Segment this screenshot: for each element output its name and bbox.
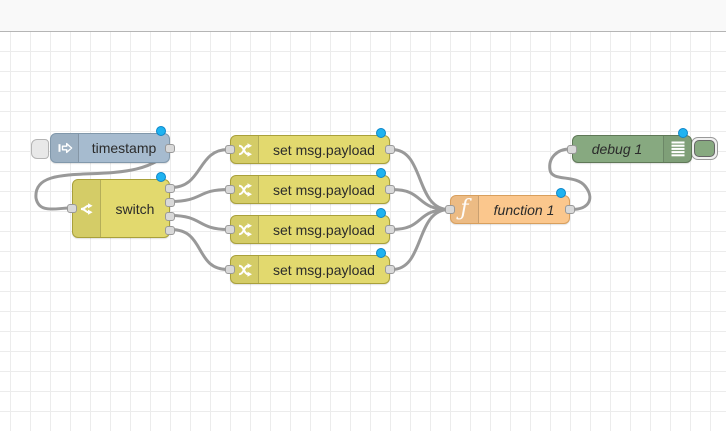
debug-toggle-button-inner	[694, 140, 715, 157]
output-port[interactable]	[385, 145, 395, 154]
wire-timestamp-to-switch[interactable]	[34, 146, 173, 211]
debug-toggle-button[interactable]	[691, 137, 718, 160]
wire-function-to-debug[interactable]	[548, 147, 592, 211]
input-port[interactable]	[225, 265, 235, 274]
inject-trigger-button[interactable]	[31, 139, 49, 159]
inject-arrow-icon	[58, 142, 72, 154]
change-shuffle-icon	[238, 182, 252, 197]
debug-icon-area	[663, 136, 691, 162]
output-port[interactable]	[165, 143, 175, 153]
wire-switch-out3-to-change3[interactable]	[169, 214, 230, 231]
input-port[interactable]	[67, 204, 77, 213]
function-icon: ƒ	[460, 195, 469, 221]
inject-icon-area	[51, 134, 79, 162]
changed-indicator-dot	[376, 168, 386, 178]
change-icon-area	[231, 256, 259, 283]
input-port[interactable]	[445, 205, 455, 214]
debug-list-icon	[671, 141, 684, 157]
changed-indicator-dot	[678, 128, 688, 138]
output-port-2[interactable]	[165, 197, 175, 207]
switch-fork-icon	[80, 202, 93, 215]
change-shuffle-icon	[238, 262, 252, 277]
node-change-3[interactable]: set msg.payload	[225, 208, 395, 244]
change-icon-area	[231, 216, 259, 243]
output-port[interactable]	[385, 185, 395, 194]
node-label: function 1	[493, 201, 555, 218]
output-port-3[interactable]	[165, 211, 175, 221]
node-label: timestamp	[91, 140, 157, 156]
node-label: set msg.payload	[273, 221, 375, 238]
node-label: debug 1	[591, 141, 643, 157]
changed-indicator-dot	[156, 126, 166, 136]
node-label: set msg.payload	[273, 181, 375, 198]
input-port[interactable]	[225, 145, 235, 154]
changed-indicator-dot	[156, 172, 166, 182]
input-port[interactable]	[225, 225, 235, 234]
editor-top-strip	[0, 0, 726, 32]
change-icon-area	[231, 136, 259, 163]
node-label: set msg.payload	[273, 261, 375, 278]
node-label: switch	[115, 200, 155, 217]
changed-indicator-dot	[556, 188, 566, 198]
wire-switch-out1-to-change1[interactable]	[169, 148, 230, 189]
input-port[interactable]	[225, 185, 235, 194]
node-switch[interactable]: switch	[67, 172, 175, 238]
output-port-4[interactable]	[165, 225, 175, 235]
function-icon-area: ƒ	[451, 196, 479, 223]
output-port[interactable]	[565, 205, 575, 214]
output-port[interactable]	[385, 265, 395, 274]
node-label: set msg.payload	[273, 141, 375, 158]
output-port[interactable]	[385, 225, 395, 234]
node-change-2[interactable]: set msg.payload	[225, 168, 395, 204]
node-debug-1[interactable]: debug 1	[567, 128, 692, 163]
switch-icon-area	[73, 180, 101, 237]
changed-indicator-dot	[376, 208, 386, 218]
node-change-1[interactable]: set msg.payload	[225, 128, 395, 164]
change-icon-area	[231, 176, 259, 203]
node-change-4[interactable]: set msg.payload	[225, 248, 395, 284]
input-port[interactable]	[567, 144, 577, 154]
wire-switch-out2-to-change2[interactable]	[169, 188, 230, 203]
changed-indicator-dot	[376, 128, 386, 138]
output-port-1[interactable]	[165, 183, 175, 193]
wire-switch-out4-to-change4[interactable]	[169, 228, 230, 271]
node-function-1[interactable]: ƒ function 1	[445, 188, 575, 224]
change-shuffle-icon	[238, 142, 252, 157]
node-inject-timestamp[interactable]: timestamp	[50, 126, 175, 163]
changed-indicator-dot	[376, 248, 386, 258]
change-shuffle-icon	[238, 222, 252, 237]
wire-change4-to-function[interactable]	[390, 208, 451, 271]
wire-change1-to-function[interactable]	[390, 148, 451, 211]
